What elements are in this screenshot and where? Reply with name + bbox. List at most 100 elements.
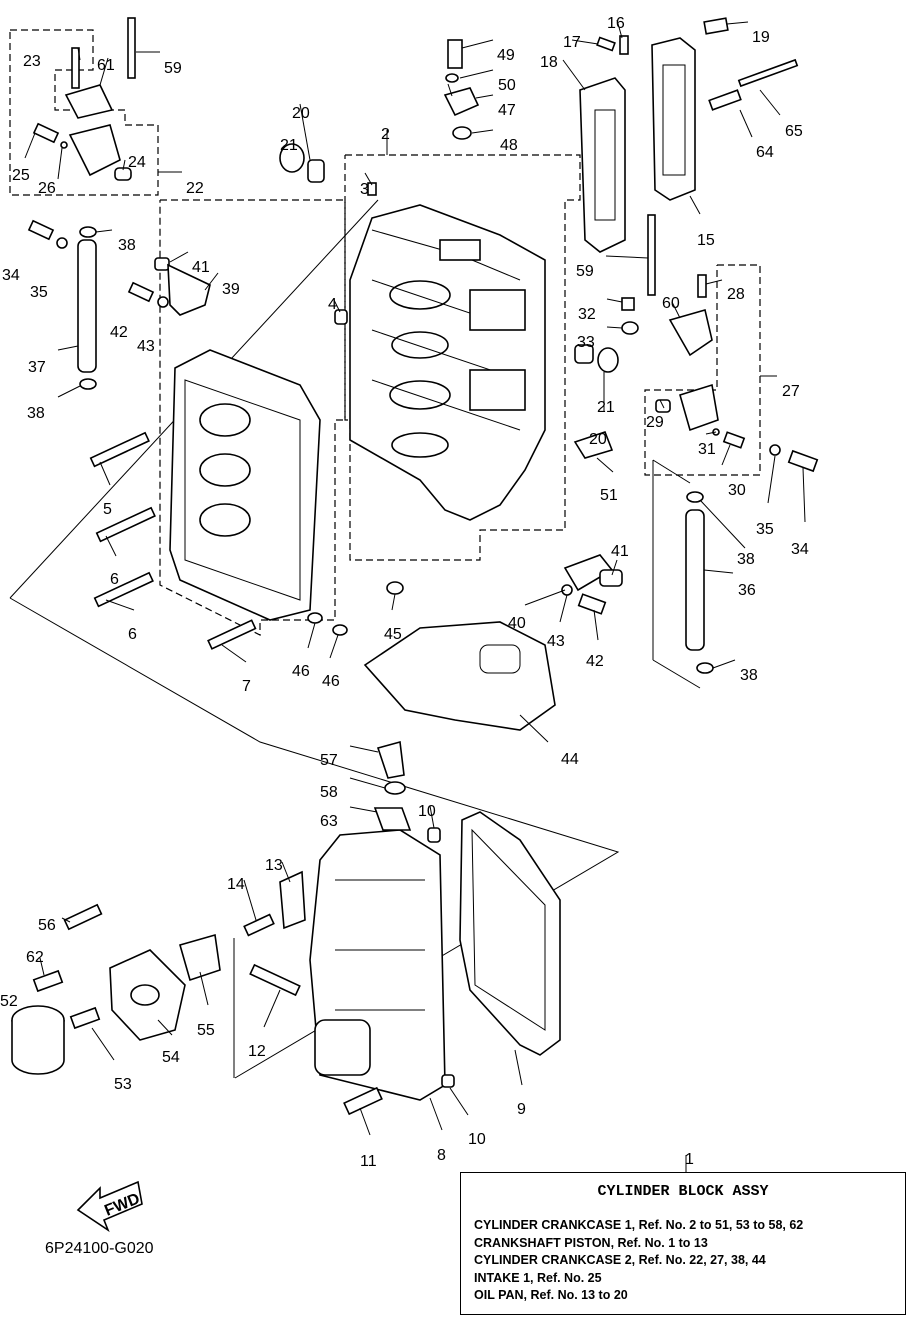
legend-line: OIL PAN, Ref. No. 13 to 20 (474, 1288, 628, 1302)
part-number-p30: 30 (728, 482, 746, 499)
legend-lines: CYLINDER CRANKCASE 1, Ref. No. 2 to 51, … (474, 1217, 803, 1305)
part-number-p53: 53 (114, 1076, 132, 1093)
part-number-p5: 5 (103, 501, 112, 518)
part-number-p3: 3 (360, 181, 369, 198)
part-number-p35a: 35 (30, 284, 48, 301)
part-number-p27: 27 (782, 383, 800, 400)
part-number-p25: 25 (12, 167, 30, 184)
part-number-p10a: 10 (418, 803, 436, 820)
part-number-p41b: 41 (611, 543, 629, 560)
part-number-p34b: 34 (791, 541, 809, 558)
part-number-p51: 51 (600, 487, 618, 504)
pipe-37 (77, 239, 97, 373)
part-number-p28: 28 (727, 286, 745, 303)
part-number-p40: 40 (508, 615, 526, 632)
small-parts (27, 17, 819, 1116)
part-number-p6b: 6 (128, 626, 137, 643)
part-number-labels: 1234566789101011121314151617181920202121… (0, 15, 809, 1170)
part-number-p29: 29 (646, 414, 664, 431)
part-number-p20a: 20 (292, 105, 310, 122)
part-number-p59a: 59 (164, 60, 182, 77)
part-number-p42a: 42 (110, 324, 128, 341)
part-number-p54: 54 (162, 1049, 180, 1066)
part-number-p37: 37 (28, 359, 46, 376)
part-number-p50: 50 (498, 77, 516, 94)
part-number-p43b: 43 (547, 633, 565, 650)
part-number-p38d: 38 (740, 667, 758, 684)
group-box-22 (9, 29, 182, 196)
legend-box: CYLINDER BLOCK ASSY CYLINDER CRANKCASE 1… (460, 1172, 906, 1315)
cylinder-block (349, 204, 546, 521)
part-number-p48: 48 (500, 137, 518, 154)
part-number-p16: 16 (607, 15, 625, 32)
part-number-p46b: 46 (322, 673, 340, 690)
part-number-p58: 58 (320, 784, 338, 801)
part-number-p12: 12 (248, 1043, 266, 1060)
part-number-p14: 14 (227, 876, 245, 893)
part-number-p39: 39 (222, 281, 240, 298)
part-number-p46a: 46 (292, 663, 310, 680)
part-number-p38a: 38 (118, 237, 136, 254)
part-number-p8: 8 (437, 1147, 446, 1164)
fwd-arrow-icon: FWD (76, 1180, 143, 1233)
part-number-p32: 32 (578, 306, 596, 323)
oil-pan-gasket (459, 811, 561, 1056)
part-number-p36: 36 (738, 582, 756, 599)
legend-line: CYLINDER CRANKCASE 1, Ref. No. 2 to 51, … (474, 1218, 804, 1232)
part-number-p7: 7 (242, 678, 251, 695)
part-number-p17: 17 (563, 34, 581, 51)
part-number-p49: 49 (497, 47, 515, 64)
pipe-36 (685, 509, 705, 651)
part-number-p22: 22 (186, 180, 204, 197)
part-number-p1: 1 (685, 1151, 694, 1168)
part-number-p64: 64 (756, 144, 774, 161)
part-number-p13: 13 (265, 857, 283, 874)
part-number-p63: 63 (320, 813, 338, 830)
part-number-p10b: 10 (468, 1131, 486, 1148)
group-box-crankcase-2 (159, 199, 346, 636)
part-number-p34a: 34 (2, 267, 20, 284)
part-number-p38c: 38 (737, 551, 755, 568)
oil-filter (11, 1005, 65, 1075)
part-number-p18: 18 (540, 54, 558, 71)
part-number-p19: 19 (752, 29, 770, 46)
filter-bracket (109, 949, 186, 1041)
part-number-p43a: 43 (137, 338, 155, 355)
part-number-p24: 24 (128, 154, 146, 171)
diagram-code: 6P24100-G020 (45, 1240, 154, 1257)
legend-line: CYLINDER CRANKCASE 2, Ref. No. 22, 27, 3… (474, 1253, 766, 1267)
legend-line: CRANKSHAFT PISTON, Ref. No. 1 to 13 (474, 1235, 708, 1250)
part-number-p57: 57 (320, 752, 338, 769)
part-number-p44: 44 (561, 751, 579, 768)
part-number-p21b: 21 (597, 399, 615, 416)
part-number-p26: 26 (38, 180, 56, 197)
part-number-p42b: 42 (586, 653, 604, 670)
group-box-2 (344, 154, 581, 561)
base-gasket (363, 621, 556, 731)
part-number-p45: 45 (384, 626, 402, 643)
part-number-p33: 33 (577, 334, 595, 351)
part-number-p61: 61 (97, 57, 115, 74)
part-number-p38b: 38 (27, 405, 45, 422)
part-number-p62: 62 (26, 949, 44, 966)
group-box-27 (644, 264, 777, 476)
part-number-p11: 11 (360, 1153, 377, 1170)
part-number-p52: 52 (0, 993, 18, 1010)
part-number-p60: 60 (662, 295, 680, 312)
lower-housing (309, 829, 446, 1101)
part-number-p21a: 21 (280, 137, 298, 154)
part-number-p2: 2 (381, 126, 390, 143)
part-number-p6a: 6 (110, 571, 119, 588)
part-number-p35b: 35 (756, 521, 774, 538)
side-plates (579, 37, 696, 253)
part-number-p56: 56 (38, 917, 56, 934)
part-number-p59b: 59 (576, 263, 594, 280)
filter-gasket (179, 933, 221, 982)
part-number-p55: 55 (197, 1022, 215, 1039)
part-number-p9: 9 (517, 1101, 526, 1118)
crankcase-cover (169, 349, 321, 621)
part-number-p4: 4 (328, 296, 337, 313)
part-number-p20b: 20 (589, 431, 607, 448)
part-number-p47: 47 (498, 102, 516, 119)
legend-title: CYLINDER BLOCK ASSY (597, 1183, 769, 1200)
